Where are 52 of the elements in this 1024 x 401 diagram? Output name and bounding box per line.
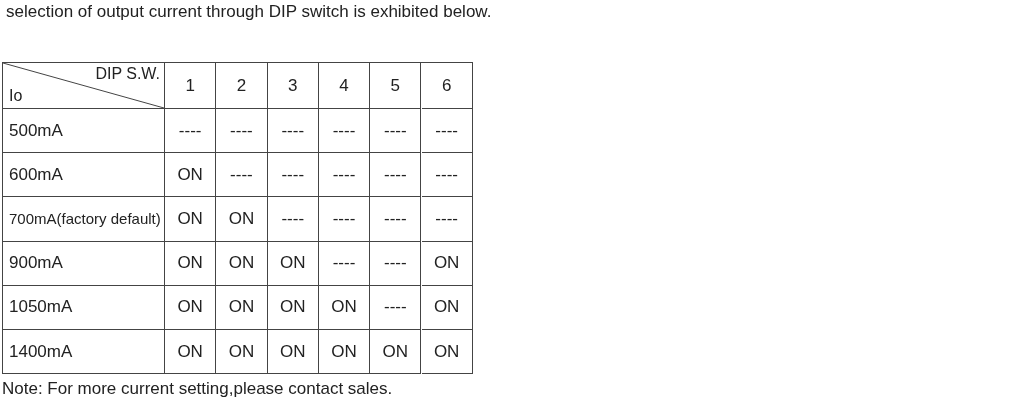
switch-number: 1 xyxy=(165,63,217,109)
switch-state: ---- xyxy=(421,153,473,198)
note-text: Note: For more current setting,please contact sales. xyxy=(2,379,393,400)
switch-state: ON xyxy=(267,285,319,330)
switch-state: ON xyxy=(421,330,473,375)
switch-state: ON xyxy=(165,285,217,330)
current-value: 900mA xyxy=(3,241,165,286)
switch-state: ON xyxy=(216,241,268,286)
switch-state: ON xyxy=(267,330,319,375)
current-value: 700mA(factory default) xyxy=(3,197,165,242)
switch-state: ON xyxy=(318,285,371,330)
switch-state: ---- xyxy=(216,109,268,154)
current-value: 500mA xyxy=(3,109,165,154)
switch-state: ON xyxy=(216,197,268,242)
row-header: Io xyxy=(9,87,23,105)
switch-state: ---- xyxy=(216,153,268,198)
column-header: DIP S.W. xyxy=(95,65,160,83)
switch-state: ---- xyxy=(421,109,473,154)
switch-state: ---- xyxy=(370,197,422,242)
switch-state: ON xyxy=(165,153,217,198)
switch-state: ON xyxy=(165,330,217,375)
switch-number: 2 xyxy=(216,63,268,109)
current-value: 1050mA xyxy=(3,285,165,330)
switch-state: ---- xyxy=(370,241,422,286)
switch-state: ---- xyxy=(165,109,217,154)
switch-state: ---- xyxy=(421,197,473,242)
switch-number: 5 xyxy=(370,63,422,109)
switch-state: ---- xyxy=(370,109,422,154)
switch-state: ON xyxy=(370,330,422,375)
switch-state: ---- xyxy=(318,153,371,198)
switch-state: ON xyxy=(165,241,217,286)
switch-state: ---- xyxy=(370,153,422,198)
switch-state: ---- xyxy=(318,241,371,286)
switch-state: ON xyxy=(165,197,217,242)
switch-number: 6 xyxy=(421,63,473,109)
switch-state: ---- xyxy=(267,109,319,154)
switch-state: ON xyxy=(267,241,319,286)
switch-state: ---- xyxy=(267,197,319,242)
heading-text: selection of output current through DIP switch is exhibited below. xyxy=(6,2,492,22)
switch-state: ---- xyxy=(318,109,371,154)
switch-state: ON xyxy=(421,241,473,286)
switch-state: ON xyxy=(318,330,371,375)
current-value: 1400mA xyxy=(3,330,165,375)
current-value: 600mA xyxy=(3,153,165,198)
switch-state: ---- xyxy=(370,285,422,330)
switch-state: ---- xyxy=(267,153,319,198)
switch-number: 3 xyxy=(267,63,319,109)
switch-number: 4 xyxy=(318,63,371,109)
switch-state: ON xyxy=(216,285,268,330)
switch-state: ---- xyxy=(318,197,371,242)
switch-state: ON xyxy=(216,330,268,375)
switch-state: ON xyxy=(421,285,473,330)
